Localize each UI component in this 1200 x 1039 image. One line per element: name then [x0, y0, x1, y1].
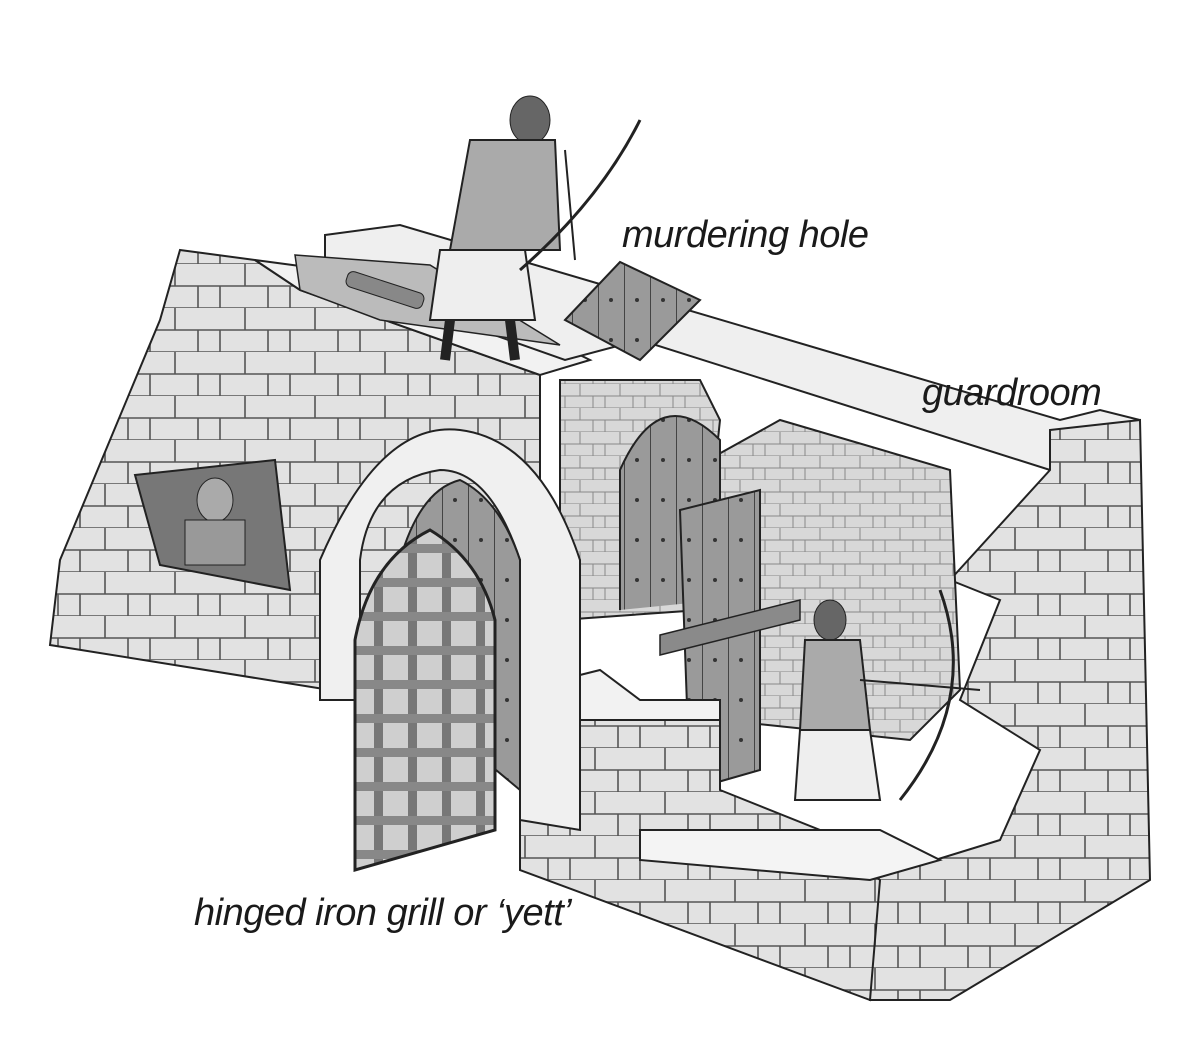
gate-arch — [319, 428, 581, 872]
quiver — [345, 271, 425, 309]
drawbar — [659, 599, 801, 656]
murdering-hole-cover — [563, 260, 702, 362]
archer-top — [428, 95, 642, 361]
window — [133, 458, 292, 592]
guardroom-interior — [559, 379, 962, 792]
label-guardroom: guardroom — [922, 372, 1102, 414]
yett-grill — [353, 528, 497, 872]
label-yett: hinged iron grill or ‘yett’ — [194, 892, 572, 934]
label-murdering-hole: murdering hole — [622, 214, 869, 256]
archer-guardroom — [793, 589, 981, 801]
